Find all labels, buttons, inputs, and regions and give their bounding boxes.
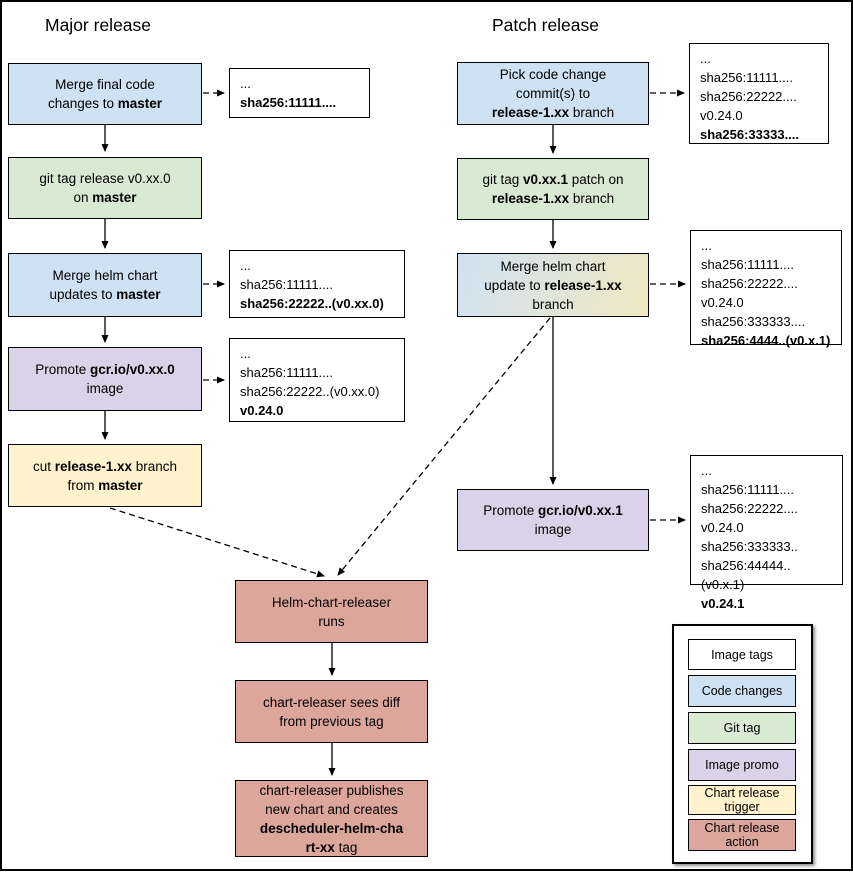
legend-item-image-tags: Image tags: [688, 639, 796, 670]
flow-box-chart-releaser-publishes: chart-releaser publishes new chart and c…: [235, 780, 428, 857]
flow-box-helm-chart-releaser-runs: Helm-chart-releaser runs: [235, 580, 428, 643]
note-box-major-1: ...sha256:11111....: [229, 68, 370, 118]
flow-box-promote-image-major: Promote gcr.io/v0.xx.0 image: [8, 347, 202, 411]
flow-box-git-tag-patch: git tag v0.xx.1 patch on release-1.xx br…: [457, 158, 649, 220]
flow-box-chart-releaser-sees-diff: chart-releaser sees diff from previous t…: [235, 680, 428, 743]
major-release-title: Major release: [45, 15, 152, 35]
note-box-major-3: ...sha256:11111....sha256:22222..(v0.xx.…: [229, 338, 405, 422]
flow-box-merge-helm-updates: Merge helm chart updates to master: [8, 253, 202, 317]
note-box-patch-3: ...sha256:11111....sha256:22222....v0.24…: [690, 455, 843, 611]
legend-item-chart-release-action: Chart release action: [688, 819, 796, 851]
legend-item-chart-release-trigger: Chart release trigger: [688, 785, 796, 815]
note-box-patch-1: ...sha256:11111....sha256:22222....v0.24…: [689, 43, 829, 144]
flow-box-merge-helm-update-release: Merge helm chart update to release-1.xx …: [457, 253, 649, 317]
legend: Image tags Code changes Git tag Image pr…: [672, 624, 813, 864]
dashed-arrow-cut-branch-to-releaser: [109, 507, 325, 578]
flow-box-promote-image-patch: Promote gcr.io/v0.xx.1 image: [457, 489, 649, 551]
flow-box-pick-code-change: Pick code change commit(s) to release-1.…: [457, 62, 649, 125]
flow-box-cut-release-branch: cut release-1.xx branch from master: [8, 444, 202, 507]
flow-box-git-tag-release: git tag release v0.xx.0 on master: [8, 157, 202, 219]
note-box-patch-2: ...sha256:11111....sha256:22222....v0.24…: [690, 230, 842, 348]
legend-item-code-changes: Code changes: [688, 675, 796, 707]
note-box-major-2: ...sha256:11111....sha256:22222..(v0.xx.…: [229, 250, 405, 318]
legend-item-git-tag: Git tag: [688, 712, 796, 744]
legend-item-image-promo: Image promo: [688, 749, 796, 781]
patch-release-title: Patch release: [492, 15, 600, 35]
flow-box-merge-final-code: Merge final code changes to master: [8, 63, 202, 125]
